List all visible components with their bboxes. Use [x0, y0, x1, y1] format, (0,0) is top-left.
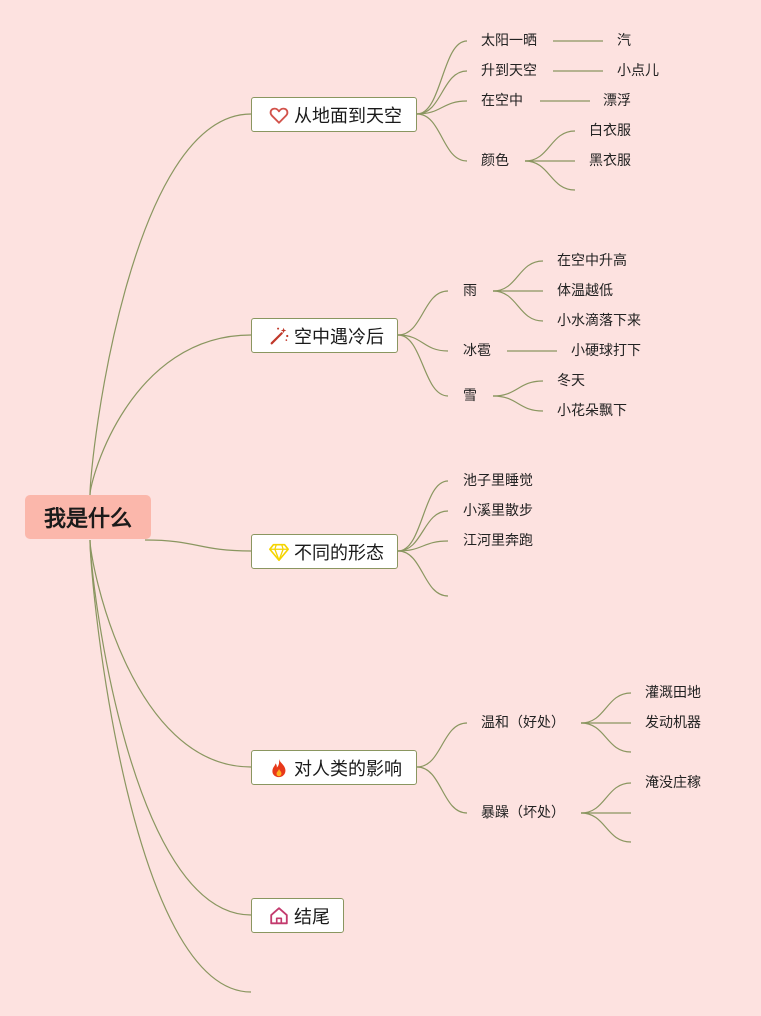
node-sun-shine[interactable]: 太阳一晒 [481, 33, 537, 49]
connector-line [397, 540, 449, 552]
node-violent-harm[interactable]: 暴躁（坏处） [481, 805, 565, 821]
connector-line [580, 812, 632, 843]
branch-label: 不同的形态 [294, 542, 384, 564]
node-irrigate-fields[interactable]: 灌溉田地 [645, 685, 701, 701]
node-rise-to-sky[interactable]: 升到天空 [481, 63, 537, 79]
connector-line [416, 113, 468, 162]
node-hail[interactable]: 冰雹 [463, 343, 491, 359]
node-run-in-river[interactable]: 江河里奔跑 [463, 533, 533, 549]
node-winter[interactable]: 冬天 [557, 373, 585, 389]
branch-ending[interactable]: 结尾 [251, 898, 344, 933]
fire-icon [268, 757, 290, 779]
connector-line [492, 260, 544, 292]
heart-icon [268, 104, 290, 126]
root-connector-line [89, 539, 252, 768]
connector-line [580, 722, 632, 753]
node-rain[interactable]: 雨 [463, 283, 477, 299]
node-sleep-in-pond[interactable]: 池子里睡觉 [463, 473, 533, 489]
node-white-clothes[interactable]: 白衣服 [589, 123, 631, 139]
node-small-dot[interactable]: 小点儿 [617, 63, 659, 79]
connector-line [397, 480, 449, 552]
connector-line [416, 40, 468, 115]
node-hard-balls-fall[interactable]: 小硬球打下 [571, 343, 641, 359]
node-in-air[interactable]: 在空中 [481, 93, 523, 109]
root-connector-line [89, 539, 252, 916]
connector-line [397, 550, 449, 597]
connector-line [416, 70, 468, 115]
connector-line [397, 334, 449, 352]
node-power-machines[interactable]: 发动机器 [645, 715, 701, 731]
branch-label: 对人类的影响 [294, 758, 402, 780]
connector-line [397, 290, 449, 336]
node-flowers-float-down[interactable]: 小花朵飘下 [557, 403, 627, 419]
connector-line [416, 722, 468, 768]
node-lower-temperature[interactable]: 体温越低 [557, 283, 613, 299]
connector-line [492, 290, 544, 322]
node-color[interactable]: 颜色 [481, 153, 509, 169]
connector-line [524, 130, 576, 162]
node-gentle-benefit[interactable]: 温和（好处） [481, 715, 565, 731]
connector-line [524, 160, 576, 191]
connector-line [144, 539, 252, 552]
connector-line [492, 380, 544, 397]
branch-label: 空中遇冷后 [294, 326, 384, 348]
node-float[interactable]: 漂浮 [603, 93, 631, 109]
house-icon [268, 905, 290, 927]
node-vapor[interactable]: 汽 [617, 33, 631, 49]
branch-label: 从地面到天空 [294, 105, 402, 127]
connector-line [416, 766, 468, 814]
connector-line [492, 395, 544, 412]
root-connector-line [89, 334, 252, 496]
node-snow[interactable]: 雪 [463, 388, 477, 404]
branch-after-cold-in-air[interactable]: 空中遇冷后 [251, 318, 398, 353]
branch-different-forms[interactable]: 不同的形态 [251, 534, 398, 569]
node-flood-crops[interactable]: 淹没庄稼 [645, 775, 701, 791]
connector-line [397, 510, 449, 552]
node-walk-in-stream[interactable]: 小溪里散步 [463, 503, 533, 519]
branch-from-ground-to-sky[interactable]: 从地面到天空 [251, 97, 417, 132]
connector-line [416, 100, 468, 115]
magic-wand-icon [268, 325, 290, 347]
root-connector-line [89, 539, 252, 993]
branch-label: 结尾 [294, 906, 330, 928]
connector-line [580, 692, 632, 724]
diamond-icon [268, 541, 290, 563]
branch-impact-on-humans[interactable]: 对人类的影响 [251, 750, 417, 785]
node-rise-in-air[interactable]: 在空中升高 [557, 253, 627, 269]
node-droplets-fall[interactable]: 小水滴落下来 [557, 313, 641, 329]
connector-line [580, 782, 632, 814]
root-connector-line [89, 113, 252, 496]
root-label: 我是什么 [43, 507, 132, 532]
connector-line [397, 334, 449, 397]
root-node[interactable]: 我是什么 [25, 495, 151, 539]
node-black-clothes[interactable]: 黑衣服 [589, 153, 631, 169]
